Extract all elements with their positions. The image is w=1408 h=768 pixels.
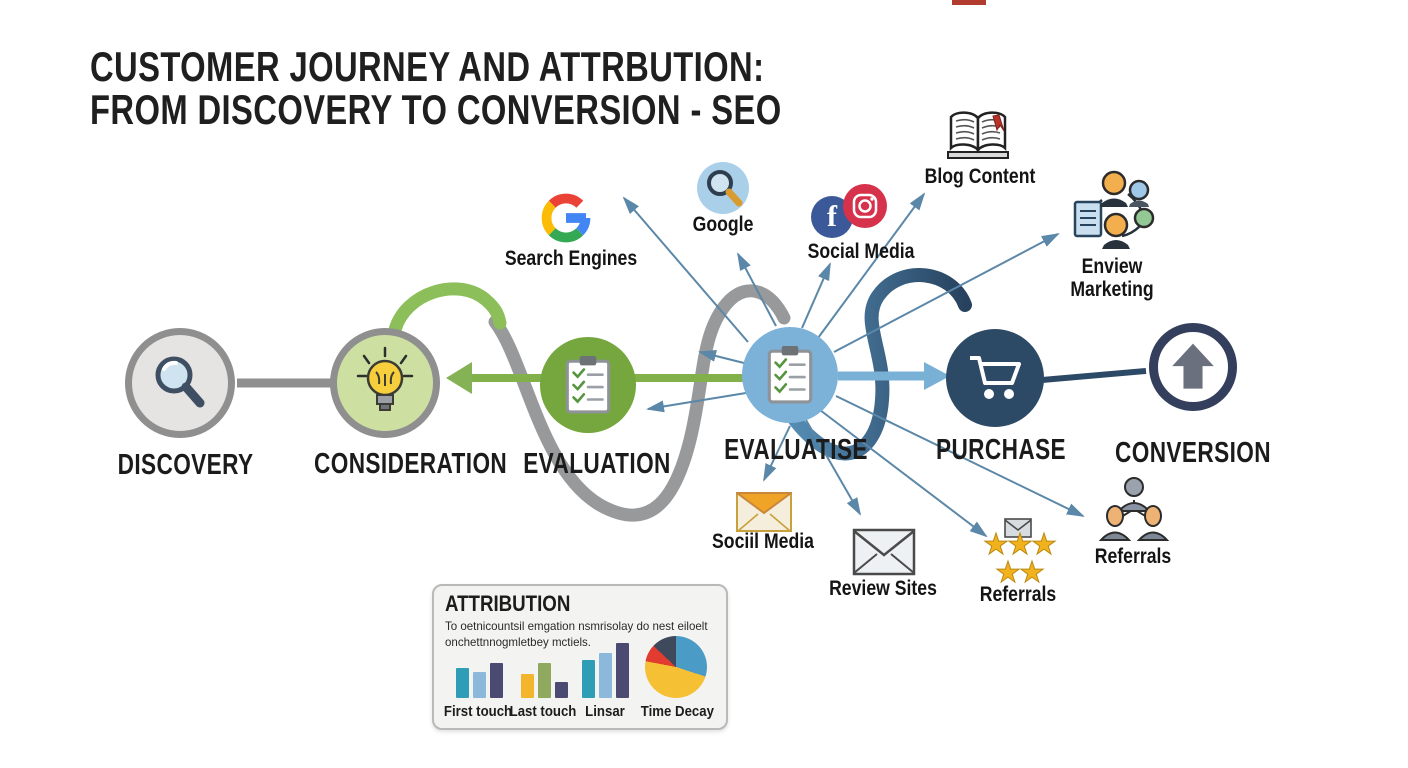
- attribution-panel: ATTRIBUTION To oetnicountsil emgation ns…: [432, 584, 728, 730]
- title-line-2: FROM DISCOVERY TO CONVERSION - SEO: [90, 85, 782, 133]
- stage-label-conversion: CONVERSION: [1115, 437, 1271, 469]
- stage-circle-evaluation: [540, 337, 636, 433]
- connector-gray-wave: [488, 284, 791, 522]
- stars-row-2: ★★: [995, 556, 1046, 589]
- bar: [616, 643, 629, 698]
- time-decay-pie-chart: [645, 636, 707, 698]
- instagram-icon: [843, 184, 887, 228]
- touchpoint-label-google: Google: [692, 213, 754, 236]
- open-book-icon: [947, 111, 1009, 159]
- small-envelope-icon: [1004, 518, 1032, 538]
- touchpoint-label-referrals-stars: Referrals: [979, 583, 1057, 606]
- clipboard-icon: [565, 356, 611, 414]
- attribution-description-line1: To oetnicountsil emgation nsmrisolay do …: [445, 619, 708, 633]
- stage-circle-discovery: [125, 328, 235, 438]
- attribution-arrows: [622, 192, 1085, 538]
- last-touch-bar-chart: [521, 663, 568, 698]
- magnifier-badge-icon: [697, 162, 749, 214]
- stage-circle-conversion: [1149, 323, 1237, 411]
- lightbulb-icon: [356, 346, 414, 411]
- google-g-icon: [541, 193, 591, 243]
- linear-bar-chart: [582, 643, 629, 698]
- orange-envelope-icon: [736, 492, 792, 532]
- connector-blue-wave: [788, 268, 972, 461]
- attribution-description: To oetnicountsil emgation nsmrisolay do …: [445, 619, 712, 650]
- facebook-f-glyph: f: [827, 200, 837, 233]
- attribution-description-line2: onchettnnogmletbey mctiels.: [445, 634, 592, 649]
- touchpoint-label-blog-content: Blog Content: [924, 165, 1036, 188]
- five-stars-icon: ★★★ ★★: [975, 529, 1063, 589]
- touchpoint-label-search-engines: Search Engines: [504, 247, 638, 270]
- touchpoint-label-enview-marketing: Enview Marketing: [1070, 255, 1154, 301]
- clipboard-icon: [767, 346, 813, 404]
- connector-purchase-conversion: [1041, 368, 1147, 383]
- first-touch-bar-chart: [456, 663, 503, 698]
- model-label-first-touch: First touch: [443, 703, 513, 720]
- stage-label-discovery: DISCOVERY: [117, 449, 254, 481]
- attribution-title: ATTRIBUTION: [445, 591, 571, 616]
- lightblue-arrowhead: [924, 362, 950, 390]
- bar: [599, 653, 612, 698]
- model-label-last-touch: Last touch: [509, 703, 577, 720]
- bar: [555, 682, 568, 698]
- people-network-icon: [1073, 170, 1155, 249]
- model-label-time-decay: Time Decay: [640, 703, 714, 720]
- bar: [473, 672, 486, 698]
- title-line-1: CUSTOMER JOURNEY AND ATTRBUTION:: [90, 43, 765, 90]
- stage-label-consideration: CONSIDERATION: [314, 448, 508, 480]
- bar: [456, 668, 469, 698]
- stage-circle-purchase: [946, 329, 1044, 427]
- up-arrow-icon: [1172, 343, 1214, 389]
- stage-circle-consideration: [330, 328, 440, 438]
- cart-icon: [970, 356, 1021, 399]
- touchpoint-label-referrals-people: Referrals: [1094, 545, 1172, 568]
- people-group-icon: [1098, 477, 1170, 541]
- touchpoint-label-social-media: Social Media: [807, 240, 915, 263]
- model-label-linear: Linsar: [585, 703, 625, 720]
- bar: [490, 663, 503, 698]
- stars-row-1: ★★★: [983, 529, 1058, 561]
- stray-red-mark: [952, 0, 986, 5]
- touchpoint-label-sociil-media: Sociil Media: [712, 530, 814, 553]
- stage-label-evaluatise: EVALUATISE: [724, 434, 868, 466]
- stage-label-purchase: PURCHASE: [935, 434, 1067, 466]
- page-title: CUSTOMER JOURNEY AND ATTRBUTION: FROM DI…: [90, 43, 782, 133]
- bar: [538, 663, 551, 698]
- stage-circle-evaluatise: [742, 327, 838, 423]
- stage-label-evaluation: EVALUATION: [523, 448, 671, 480]
- touchpoint-label-review-sites: Review Sites: [829, 577, 937, 600]
- green-arrowhead: [446, 362, 472, 394]
- connector-green-arc: [388, 282, 507, 337]
- bar: [521, 674, 534, 698]
- gray-envelope-icon: [852, 528, 916, 576]
- magnifier-icon: [155, 356, 205, 408]
- bar: [582, 660, 595, 698]
